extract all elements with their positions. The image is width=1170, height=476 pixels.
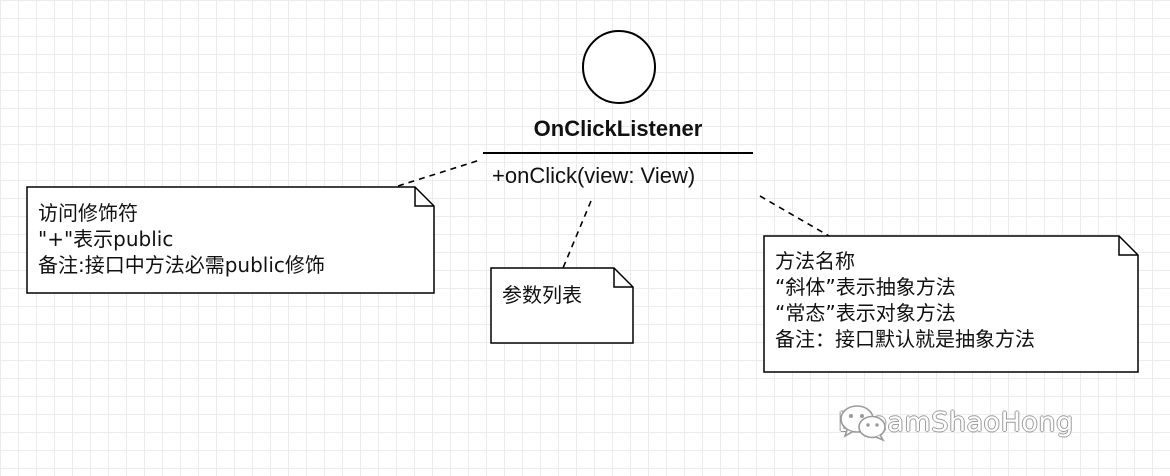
note-access bbox=[26, 186, 435, 294]
note-params bbox=[490, 267, 634, 344]
note-method-line: “斜体”表示抽象方法 bbox=[775, 275, 956, 299]
note-method-line: 方法名称 bbox=[775, 249, 855, 273]
interface-name: OnClickListener bbox=[533, 116, 703, 141]
note-access-text: 访问修饰符 "+"表示public 备注:接口中方法必需public修饰 bbox=[38, 200, 325, 278]
interface-method: +onClick(view: View) bbox=[492, 163, 696, 188]
note-access-line: "+"表示public bbox=[38, 227, 174, 251]
connector-access bbox=[397, 159, 481, 187]
connector-method-name bbox=[759, 195, 830, 237]
note-method-name bbox=[763, 235, 1139, 373]
note-method-name-text: 方法名称 “斜体”表示抽象方法 “常态”表示对象方法 备注：接口默认就是抽象方法 bbox=[775, 248, 1035, 352]
note-params-text: 参数列表 bbox=[502, 282, 582, 308]
note-method-line: 备注：接口默认就是抽象方法 bbox=[775, 327, 1035, 351]
note-params-line: 参数列表 bbox=[502, 283, 582, 307]
note-access-line: 访问修饰符 bbox=[38, 201, 138, 225]
note-method-line: “常态”表示对象方法 bbox=[775, 301, 956, 325]
note-access-line: 备注:接口中方法必需public修饰 bbox=[38, 253, 325, 277]
wechat-icon bbox=[840, 405, 886, 442]
interface-circle bbox=[582, 30, 656, 104]
watermark: DreamShaoHong bbox=[838, 402, 1074, 442]
connector-params bbox=[562, 200, 592, 269]
